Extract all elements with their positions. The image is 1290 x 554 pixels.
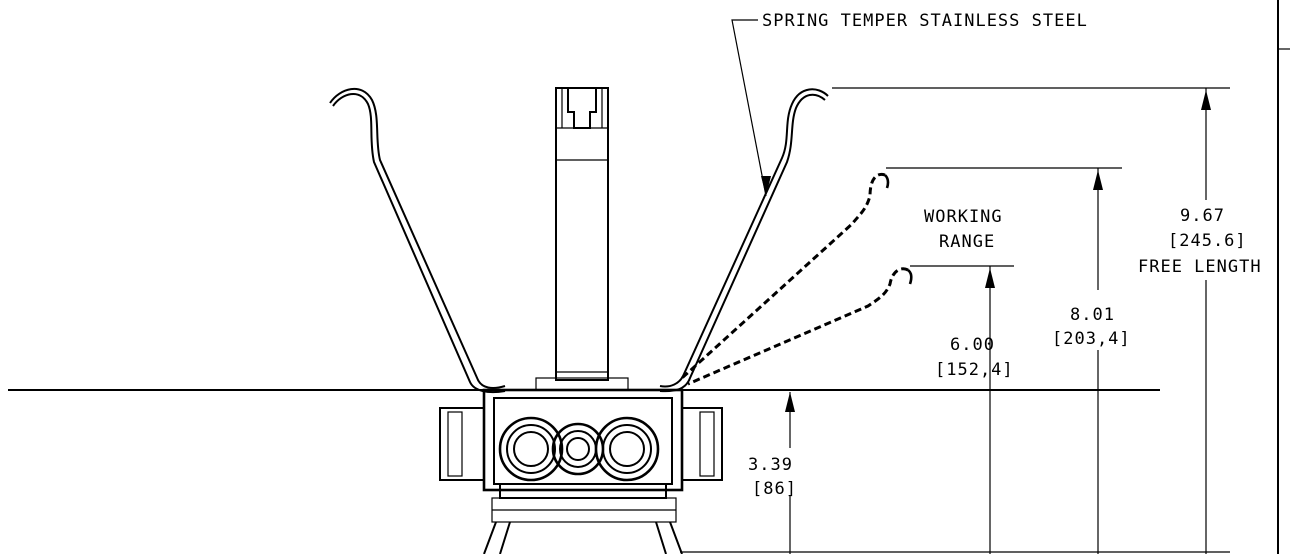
left-spring-clip bbox=[329, 88, 506, 394]
free-length-mm: [245.6] bbox=[1168, 231, 1247, 251]
base-height-mm: [86] bbox=[752, 479, 797, 499]
drawing-frame bbox=[1277, 0, 1290, 554]
upper-working-mm: [203,4] bbox=[1052, 329, 1131, 349]
dimension-free-length: 9.67 [245.6] FREE LENGTH bbox=[832, 87, 1262, 554]
upper-working-in: 8.01 bbox=[1070, 305, 1115, 325]
free-length-note: FREE LENGTH bbox=[1138, 257, 1262, 277]
base-height-in: 3.39 bbox=[748, 455, 793, 475]
working-range-line2: RANGE bbox=[939, 232, 995, 252]
working-range-label: WORKING RANGE bbox=[924, 207, 1003, 252]
cable-ports bbox=[498, 416, 660, 482]
working-range-spring-positions bbox=[680, 172, 913, 386]
lower-working-mm: [152,4] bbox=[935, 360, 1014, 380]
connector-housing bbox=[439, 388, 723, 554]
working-range-line1: WORKING bbox=[924, 207, 1003, 227]
dimension-upper-working: 8.01 [203,4] bbox=[886, 167, 1131, 554]
right-spring-clip bbox=[659, 88, 829, 393]
free-length-in: 9.67 bbox=[1180, 206, 1225, 226]
material-callout-text: SPRING TEMPER STAINLESS STEEL bbox=[762, 11, 1088, 31]
material-callout: SPRING TEMPER STAINLESS STEEL bbox=[731, 11, 1088, 197]
dimension-base-height: 3.39 [86] bbox=[748, 392, 797, 554]
center-post bbox=[535, 87, 629, 391]
dimension-lower-working: 6.00 [152,4] bbox=[910, 265, 1014, 554]
lower-working-in: 6.00 bbox=[950, 335, 995, 355]
